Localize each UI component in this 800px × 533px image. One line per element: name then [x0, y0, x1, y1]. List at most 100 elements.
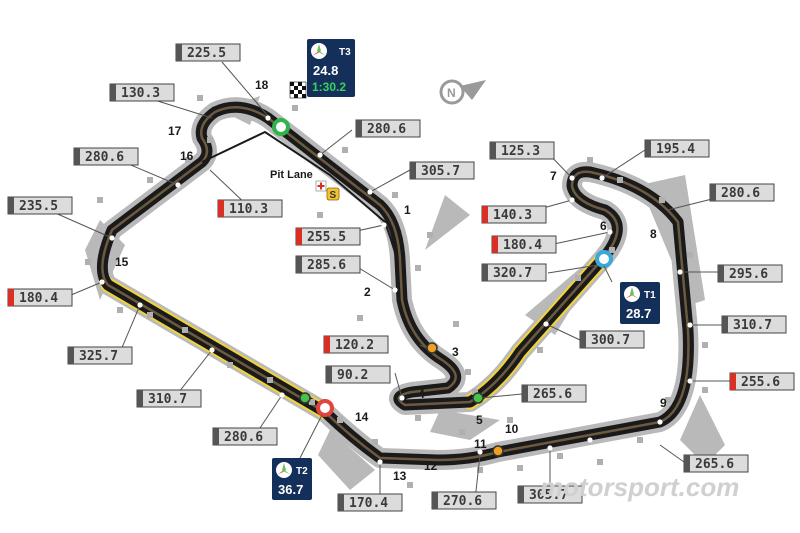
track-marker-square: [557, 453, 563, 459]
sector-marker-t3-start: [272, 118, 290, 136]
watermark-logo: motorsport.com: [540, 472, 739, 502]
timing-panel-time: 24.8: [313, 63, 338, 78]
speed-box-value: 255.6: [741, 375, 780, 390]
speed-box-tab: [684, 455, 690, 472]
speed-trap-point: [547, 445, 553, 451]
speed-box-value: 270.6: [443, 494, 482, 509]
drs-activation-point-2: [472, 392, 484, 404]
checkered-flag-border: [289, 81, 307, 99]
track-marker-square: [575, 275, 581, 281]
speed-box-value: 310.7: [733, 318, 772, 333]
speed-box-6: 325.7: [67, 346, 133, 365]
speed-box-tab: [137, 390, 143, 407]
speed-box-15: 90.2: [325, 365, 391, 384]
pit-lane-path: [201, 130, 399, 263]
speed-trap-point: [392, 287, 398, 293]
track-marker-square: [517, 465, 523, 471]
track-marker-square: [147, 312, 153, 318]
checkered-square: [294, 90, 298, 94]
speed-box-11: 305.7: [409, 161, 475, 180]
checkered-square: [294, 82, 298, 86]
speed-box-value: 325.7: [79, 349, 118, 364]
speed-leader-line: [221, 61, 269, 117]
turn-number-15: 15: [115, 255, 129, 269]
speed-box-value: 170.4: [349, 496, 388, 511]
speed-box-24: 295.6: [717, 264, 783, 283]
pit-lane-label: Pit Lane: [270, 169, 313, 181]
track-marker-square: [197, 95, 203, 101]
speed-box-16: 125.3: [489, 141, 555, 160]
speed-leader-line: [394, 372, 403, 399]
speed-box-9: 110.3: [217, 199, 283, 218]
speed-box-26: 255.6: [729, 372, 795, 391]
speed-box-13: 285.6: [295, 255, 361, 274]
turn-number-12: 12: [424, 459, 438, 473]
speed-box-red-tab: [8, 289, 14, 306]
speed-box-value: 225.5: [187, 46, 226, 61]
track-marker-square: [702, 387, 708, 393]
checkered-square: [290, 82, 294, 86]
track-marker-square: [292, 105, 298, 111]
speed-box-8: 280.6: [212, 427, 278, 446]
compass-north-icon: N: [439, 79, 486, 105]
speed-box-tab: [410, 162, 416, 179]
track-marker-square: [147, 177, 153, 183]
speed-box-19: 180.4: [491, 235, 557, 254]
speed-trap-point: [677, 269, 683, 275]
speed-trap-point: [377, 459, 383, 465]
speed-trap-point: [587, 437, 593, 443]
track-marker-square: [337, 417, 343, 423]
checkered-square: [294, 86, 298, 90]
track-marker-square: [537, 347, 543, 353]
track-marker-square: [617, 177, 623, 183]
speed-box-value: 310.7: [148, 392, 187, 407]
track-marker-square: [317, 212, 323, 218]
speed-box-tab: [296, 256, 302, 273]
track-marker-square: [702, 342, 708, 348]
speed-box-20: 320.7: [481, 263, 547, 282]
speed-box-tab: [710, 184, 716, 201]
speed-box-30: 170.4: [337, 493, 403, 512]
compass-ring: [439, 79, 465, 105]
track-marker-square: [117, 307, 123, 313]
speed-box-tab: [490, 142, 496, 159]
speed-box-value: 285.6: [307, 258, 346, 273]
speed-box-22: 265.6: [521, 384, 587, 403]
mercedes-star-icon: [624, 286, 640, 302]
speed-box-27: 265.6: [683, 454, 749, 473]
mercedes-arm-top: [317, 44, 321, 53]
turn-number-17: 17: [168, 124, 182, 138]
speed-leader-line: [601, 149, 646, 179]
speed-box-value: 300.7: [591, 333, 630, 348]
track-marker-square: [459, 429, 465, 435]
track-marker-square: [207, 137, 213, 143]
track-marker-square: [587, 157, 593, 163]
speed-trap-point: [109, 235, 115, 241]
timing-panel-label: T1: [644, 290, 656, 301]
speed-trap-point: [99, 279, 105, 285]
speed-trap-point: [657, 419, 663, 425]
checkered-square: [298, 90, 302, 94]
track-marker-square: [477, 467, 483, 473]
speed-trap-point: [175, 182, 181, 188]
speed-box-red-tab: [492, 236, 498, 253]
speed-box-tab: [326, 366, 332, 383]
checkered-square: [302, 82, 306, 86]
speed-box-red-tab: [730, 373, 736, 390]
turn-number-18: 18: [255, 78, 269, 92]
checkered-square: [290, 90, 294, 94]
speed-box-tab: [176, 44, 182, 61]
speed-box-21: 300.7: [579, 330, 645, 349]
drs-activation-point-1: [299, 392, 311, 404]
checkered-square: [290, 94, 294, 98]
turn-number-3: 3: [452, 345, 459, 359]
turn-number-2: 2: [364, 285, 371, 299]
speed-box-tab: [718, 265, 724, 282]
speed-box-value: 130.3: [121, 86, 160, 101]
track-marker-square: [637, 437, 643, 443]
speed-trap-point: [367, 189, 373, 195]
track-marker-square: [427, 232, 433, 238]
runoff-area-7: [430, 410, 500, 440]
speed-box-25: 310.7: [721, 315, 787, 334]
